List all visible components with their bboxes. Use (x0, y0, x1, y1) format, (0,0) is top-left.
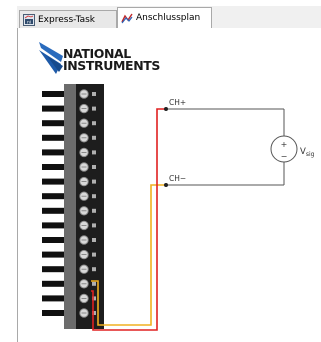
source-plus-sign: + (281, 140, 288, 149)
terminal-hole (92, 194, 96, 199)
terminal-pin (42, 251, 64, 258)
terminal-hole (92, 92, 96, 96)
terminal-pin (42, 120, 64, 127)
terminal-hole (92, 238, 96, 242)
ni-logo: NATIONAL INSTRUMENTS (39, 42, 199, 76)
tab-express-task[interactable]: ni Express-Task (19, 10, 117, 28)
ch-minus-node (164, 183, 168, 187)
terminal-pin (42, 193, 64, 200)
wiring-diagram-icon (121, 13, 133, 24)
terminal-hole (92, 150, 96, 155)
signal-circuit (166, 108, 285, 186)
terminal-hole (92, 281, 96, 286)
wiring-diagram: + − Vsig CH+ CH− (42, 84, 315, 331)
ch-minus-label: CH− (169, 174, 186, 183)
tab-anschlussplan[interactable]: Anschlussplan (117, 7, 212, 29)
terminal-hole (92, 135, 96, 140)
wiring-diagram-panel: NATIONAL INSTRUMENTS + − Vsig CH+ CH− (17, 28, 321, 342)
terminal-hole (92, 311, 96, 315)
terminal-pin (42, 222, 64, 229)
terminal-pin (42, 134, 64, 141)
terminal-hole (92, 106, 96, 111)
ch-minus-wire (91, 184, 166, 326)
terminal-pin (42, 295, 64, 302)
logo-line-2: INSTRUMENTS (63, 58, 160, 73)
terminal-pins (42, 89, 96, 318)
source-minus-sign: − (281, 152, 288, 161)
svg-text:ni: ni (27, 19, 31, 25)
tab-bar: ni Express-Task Anschlussplan (17, 6, 321, 29)
terminal-hole (92, 121, 96, 126)
express-task-icon: ni (23, 13, 35, 26)
terminal-hole (92, 252, 96, 257)
source-label: Vsig (300, 147, 315, 158)
terminal-block-edge (64, 84, 76, 329)
tab-express-task-label: Express-Task (38, 14, 95, 25)
terminal-hole (92, 267, 96, 272)
terminal-pin (42, 207, 64, 214)
terminal-hole (92, 296, 96, 301)
terminal-hole (92, 165, 96, 169)
logo-line-1: NATIONAL (63, 46, 131, 61)
terminal-pin (42, 105, 64, 112)
ni-eagle-icon (39, 42, 63, 74)
terminal-pin (42, 149, 64, 156)
terminal-hole (92, 223, 96, 228)
terminal-pin (42, 266, 64, 273)
terminal-hole (92, 179, 96, 184)
terminal-hole (92, 208, 96, 213)
terminal-pin (42, 310, 64, 316)
terminal-pin (42, 164, 64, 170)
terminal-pin (42, 280, 64, 287)
tab-anschlussplan-label: Anschlussplan (136, 13, 201, 23)
terminal-pin (42, 237, 64, 243)
terminal-pin (42, 178, 64, 185)
ch-plus-node (164, 107, 168, 111)
voltage-source-icon (270, 135, 298, 163)
ch-plus-label: CH+ (169, 98, 186, 107)
ch-plus-wire (91, 108, 166, 331)
terminal-pin (42, 91, 64, 97)
